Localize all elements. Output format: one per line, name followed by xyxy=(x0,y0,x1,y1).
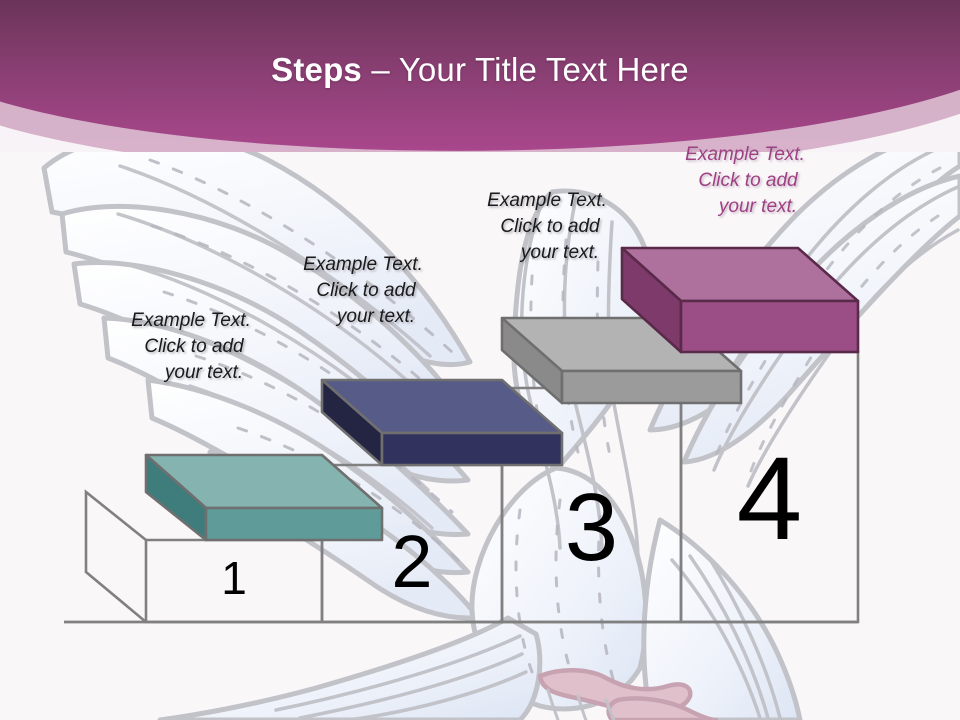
step-callout-4-line2: Click to add xyxy=(698,170,798,191)
step-callout-3[interactable]: Example Text. Click to add your text. xyxy=(452,188,642,266)
page-title: Steps – Your Title Text Here xyxy=(0,50,960,90)
step-callout-3-line2: Click to add xyxy=(500,216,600,237)
step-callout-1-line3: your text. xyxy=(164,362,244,383)
step-block-3-front xyxy=(560,369,743,405)
step-block-1-front xyxy=(204,506,384,542)
step-callout-4-line1: Example Text. xyxy=(685,144,805,165)
title-rest-part: – Your Title Text Here xyxy=(362,51,689,88)
step-number-4: 4 xyxy=(736,433,803,565)
header-arc-decoration xyxy=(0,89,960,152)
step-callout-1[interactable]: Example Text. Click to add your text. xyxy=(96,308,286,386)
step-callout-4[interactable]: Example Text. Click to add your text. xyxy=(650,142,840,220)
riser-side-1 xyxy=(84,489,147,623)
step-number-3: 3 xyxy=(564,474,619,581)
slide-header: Steps – Your Title Text Here xyxy=(0,0,960,152)
step-callout-2-line1: Example Text. xyxy=(303,254,423,275)
step-number-2: 2 xyxy=(391,520,433,603)
step-block-2[interactable] xyxy=(320,378,564,467)
step-block-1[interactable] xyxy=(144,453,384,542)
step-block-4-front xyxy=(679,299,860,354)
step-callout-1-line2: Click to add xyxy=(144,336,244,357)
step-callout-1-line1: Example Text. xyxy=(131,310,251,331)
step-number-1: 1 xyxy=(221,552,247,604)
step-block-2-front xyxy=(380,431,564,467)
step-callout-2[interactable]: Example Text. Click to add your text. xyxy=(268,252,458,330)
step-callout-3-line3: your text. xyxy=(520,242,600,263)
step-block-4[interactable] xyxy=(620,246,860,354)
step-callout-4-line3: your text. xyxy=(718,196,798,217)
step-callout-2-line2: Click to add xyxy=(316,280,416,301)
step-callout-3-line1: Example Text. xyxy=(487,190,607,211)
title-bold-part: Steps xyxy=(271,51,362,88)
step-callout-2-line3: your text. xyxy=(336,306,416,327)
